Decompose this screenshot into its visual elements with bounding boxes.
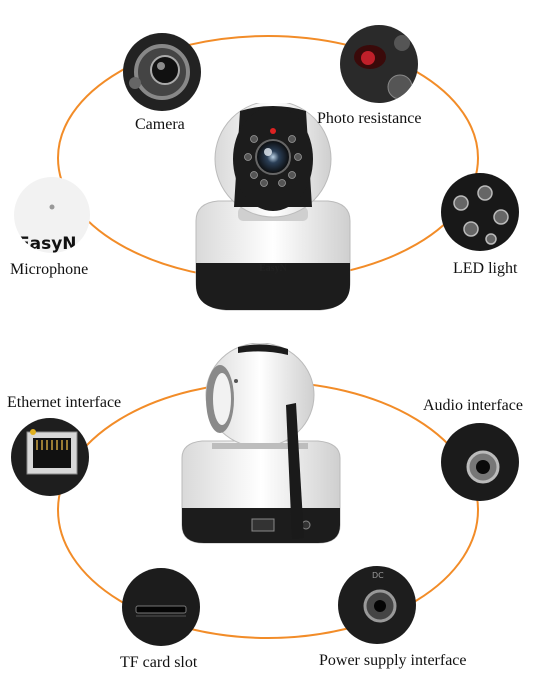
ethernet-interface-label: Ethernet interface	[7, 394, 122, 411]
microphone-icon: EasyN	[14, 177, 90, 253]
power-jack-icon: DC	[338, 566, 416, 644]
tf-card-slot-label: TF card slot	[120, 654, 198, 671]
camera-front-view: EasyN	[195, 103, 351, 311]
camera-label: Camera	[135, 116, 185, 133]
microphone-label: Microphone	[10, 261, 89, 278]
led-light-label: LED light	[453, 260, 518, 277]
photo-sensor-icon	[340, 25, 418, 103]
tf-card-slot-icon	[122, 568, 200, 646]
audio-interface-label: Audio interface	[423, 397, 523, 414]
svg-text:DC: DC	[372, 571, 384, 580]
svg-text:EasyN: EasyN	[18, 234, 77, 253]
camera-rear-view	[181, 343, 341, 544]
ethernet-port-icon	[11, 418, 89, 496]
camera-lens-icon	[123, 33, 201, 111]
photo-resistance-label: Photo resistance	[317, 110, 422, 127]
led-light-icon	[441, 173, 519, 251]
brand-logo: EasyN	[259, 263, 288, 274]
audio-jack-icon	[441, 423, 519, 501]
power-supply-interface-label: Power supply interface	[319, 652, 467, 669]
